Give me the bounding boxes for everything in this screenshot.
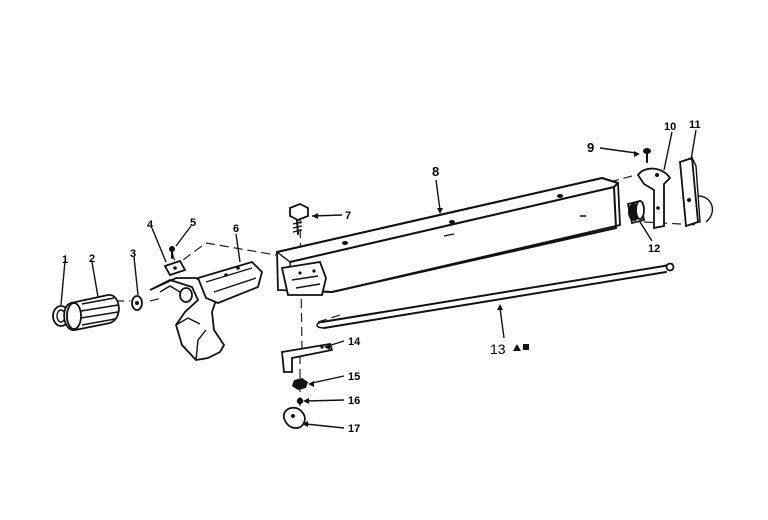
label-11: 11 bbox=[689, 119, 701, 131]
leader-lines bbox=[60, 129, 697, 429]
part-5-screw bbox=[169, 246, 175, 259]
square-icon bbox=[523, 344, 529, 350]
label-14: 14 bbox=[348, 336, 361, 348]
part-labels: 1 2 3 4 5 6 7 8 9 10 11 12 13 14 15 16 1… bbox=[62, 119, 701, 435]
label-1: 1 bbox=[62, 254, 68, 266]
label-16: 16 bbox=[348, 395, 360, 407]
part-3-washer bbox=[131, 295, 143, 311]
label-12: 12 bbox=[648, 243, 660, 255]
label-4: 4 bbox=[147, 219, 154, 231]
part-7-bolt bbox=[289, 203, 309, 235]
label-10: 10 bbox=[664, 121, 676, 133]
part-4-clamp-plate bbox=[163, 259, 187, 277]
label-7: 7 bbox=[345, 210, 351, 222]
label-9: 9 bbox=[587, 140, 594, 155]
triangle-icon bbox=[513, 344, 521, 351]
part-9-screw bbox=[643, 148, 651, 163]
part-14-clip bbox=[281, 342, 334, 373]
part-16-washer bbox=[296, 397, 304, 405]
part-10-end-bracket bbox=[636, 167, 672, 230]
part-13-rod bbox=[316, 262, 675, 329]
part-17-knob bbox=[283, 406, 306, 429]
part-12-bushing bbox=[626, 199, 646, 225]
label-15: 15 bbox=[348, 371, 360, 383]
label-5: 5 bbox=[190, 217, 196, 229]
part-15-nut bbox=[292, 378, 308, 390]
part-11-end-plate bbox=[679, 156, 714, 228]
part-13-marks bbox=[513, 344, 529, 351]
label-17: 17 bbox=[348, 423, 360, 435]
part-8-main-rail bbox=[276, 177, 621, 296]
part-2-handle-grip bbox=[63, 294, 120, 331]
label-8: 8 bbox=[432, 164, 439, 179]
part-6-bracket bbox=[196, 260, 264, 304]
label-13: 13 bbox=[490, 341, 506, 357]
label-2: 2 bbox=[89, 253, 95, 265]
label-6: 6 bbox=[233, 223, 239, 235]
label-3: 3 bbox=[130, 248, 136, 260]
